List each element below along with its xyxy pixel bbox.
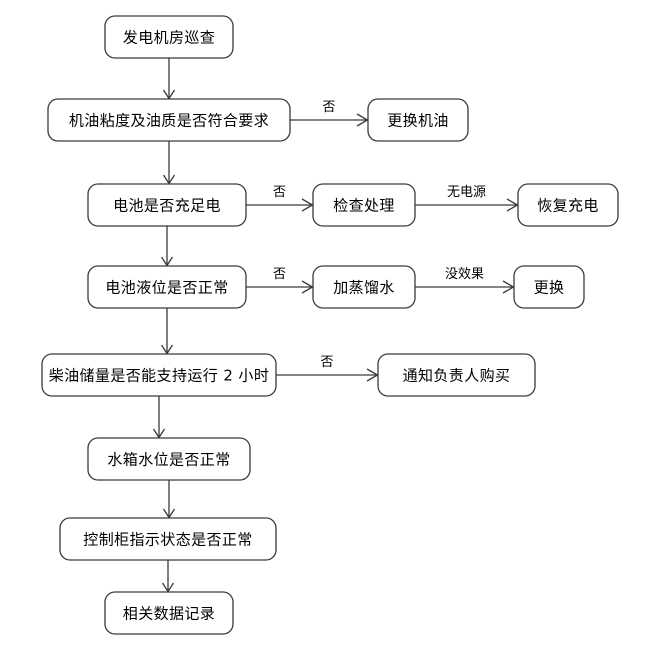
edge-n4-to-n7: [160, 226, 174, 267]
flow-node-n13[interactable]: 控制柜指示状态是否正常: [59, 517, 277, 561]
edge-n12-to-n13: [162, 480, 176, 519]
flow-node-n9[interactable]: 更换: [513, 265, 585, 309]
flow-node-n12[interactable]: 水箱水位是否正常: [87, 437, 251, 481]
node-box[interactable]: [87, 265, 247, 309]
flow-node-n11[interactable]: 通知负责人购买: [377, 353, 536, 397]
node-label: 检查处理: [333, 197, 395, 215]
flow-node-n6[interactable]: 恢复充电: [517, 183, 619, 227]
node-label: 恢复充电: [537, 197, 599, 215]
flow-node-n14[interactable]: 相关数据记录: [104, 591, 234, 635]
edge-label: 否: [273, 267, 286, 282]
node-label: 发电机房巡查: [123, 29, 215, 47]
flow-node-n4[interactable]: 电池是否充足电: [87, 183, 247, 227]
node-label: 相关数据记录: [123, 605, 215, 623]
node-box[interactable]: [104, 591, 234, 635]
node-label: 更换: [534, 279, 565, 297]
node-label: 柴油储量是否能支持运行 2 小时: [49, 367, 269, 385]
node-label: 通知负责人购买: [403, 367, 511, 385]
flow-node-n5[interactable]: 检查处理: [312, 183, 416, 227]
node-box[interactable]: [87, 437, 251, 481]
edge-label: 无电源: [447, 185, 486, 200]
node-box[interactable]: [367, 98, 469, 142]
node-box[interactable]: [104, 15, 234, 59]
node-box[interactable]: [377, 353, 536, 397]
edge-label: 否: [273, 185, 286, 200]
flow-node-n10[interactable]: 柴油储量是否能支持运行 2 小时: [41, 353, 277, 397]
node-box[interactable]: [41, 353, 277, 397]
node-box[interactable]: [517, 183, 619, 227]
edge-n4-to-n5: 否: [246, 185, 314, 212]
edge-label: 否: [322, 100, 335, 115]
edge-n2-to-n3: 否: [290, 100, 369, 127]
edge-n13-to-n14: [161, 560, 175, 593]
node-box[interactable]: [59, 517, 277, 561]
edges-layer: 否否无电源否没效果否: [152, 58, 519, 593]
edge-n5-to-n6: 无电源: [415, 185, 519, 212]
node-box[interactable]: [312, 183, 416, 227]
edge-n2-to-n4: [162, 141, 176, 185]
edge-n10-to-n12: [152, 396, 166, 439]
node-box[interactable]: [513, 265, 585, 309]
edge-label: 没效果: [445, 267, 484, 282]
node-box[interactable]: [47, 98, 291, 142]
flow-node-n2[interactable]: 机油粘度及油质是否符合要求: [47, 98, 291, 142]
flow-node-n1[interactable]: 发电机房巡查: [104, 15, 234, 59]
node-label: 机油粘度及油质是否符合要求: [69, 112, 269, 130]
node-box[interactable]: [87, 183, 247, 227]
edge-n8-to-n9: 没效果: [415, 267, 515, 294]
node-label: 控制柜指示状态是否正常: [83, 531, 252, 549]
node-label: 电池是否充足电: [113, 197, 221, 215]
node-label: 电池液位是否正常: [105, 279, 228, 297]
flow-node-n3[interactable]: 更换机油: [367, 98, 469, 142]
node-label: 更换机油: [387, 112, 449, 130]
edge-n7-to-n10: [160, 308, 174, 355]
node-box[interactable]: [312, 265, 416, 309]
node-label: 加蒸馏水: [333, 279, 395, 297]
flow-node-n7[interactable]: 电池液位是否正常: [87, 265, 247, 309]
flow-node-n8[interactable]: 加蒸馏水: [312, 265, 416, 309]
edge-label: 否: [320, 355, 333, 370]
edge-n1-to-n2: [162, 58, 176, 100]
edge-n10-to-n11: 否: [276, 355, 379, 382]
node-label: 水箱水位是否正常: [107, 451, 230, 469]
edge-n7-to-n8: 否: [246, 267, 314, 294]
